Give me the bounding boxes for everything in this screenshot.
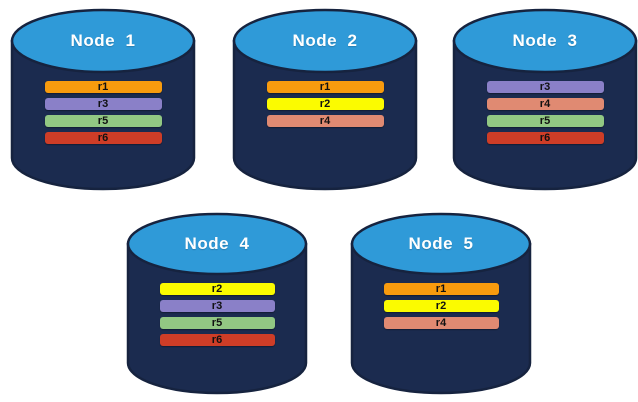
- replica-bar[interactable]: r3: [159, 300, 275, 312]
- replica-stack: r2 r3 r5 r6: [126, 283, 308, 346]
- replica-stack: r1 r3 r5 r6: [10, 81, 196, 144]
- replica-stack: r3 r4 r5 r6: [452, 81, 638, 144]
- cylinder-top-face: [452, 8, 638, 74]
- replica-bar[interactable]: r5: [486, 115, 604, 127]
- cylinder-top-face: [232, 8, 418, 74]
- replica-stack: r1 r2 r4: [232, 81, 418, 127]
- cylinder-top-face: [350, 212, 532, 276]
- replica-bar[interactable]: r2: [159, 283, 275, 295]
- replica-bar[interactable]: r4: [266, 115, 384, 127]
- replica-bar[interactable]: r2: [383, 300, 499, 312]
- replica-bar[interactable]: r1: [44, 81, 162, 93]
- cylinder-top-face: [126, 212, 308, 276]
- replica-bar[interactable]: r1: [266, 81, 384, 93]
- cylinder-top-face: [10, 8, 196, 74]
- replica-bar[interactable]: r5: [44, 115, 162, 127]
- replica-bar[interactable]: r4: [486, 98, 604, 110]
- replica-stack: r1 r2 r4: [350, 283, 532, 329]
- replica-bar[interactable]: r4: [383, 317, 499, 329]
- replica-bar[interactable]: r2: [266, 98, 384, 110]
- replica-bar[interactable]: r6: [44, 132, 162, 144]
- replica-bar[interactable]: r6: [486, 132, 604, 144]
- replica-bar[interactable]: r5: [159, 317, 275, 329]
- replica-bar[interactable]: r3: [486, 81, 604, 93]
- replica-bar[interactable]: r6: [159, 334, 275, 346]
- replica-bar[interactable]: r3: [44, 98, 162, 110]
- replica-bar[interactable]: r1: [383, 283, 499, 295]
